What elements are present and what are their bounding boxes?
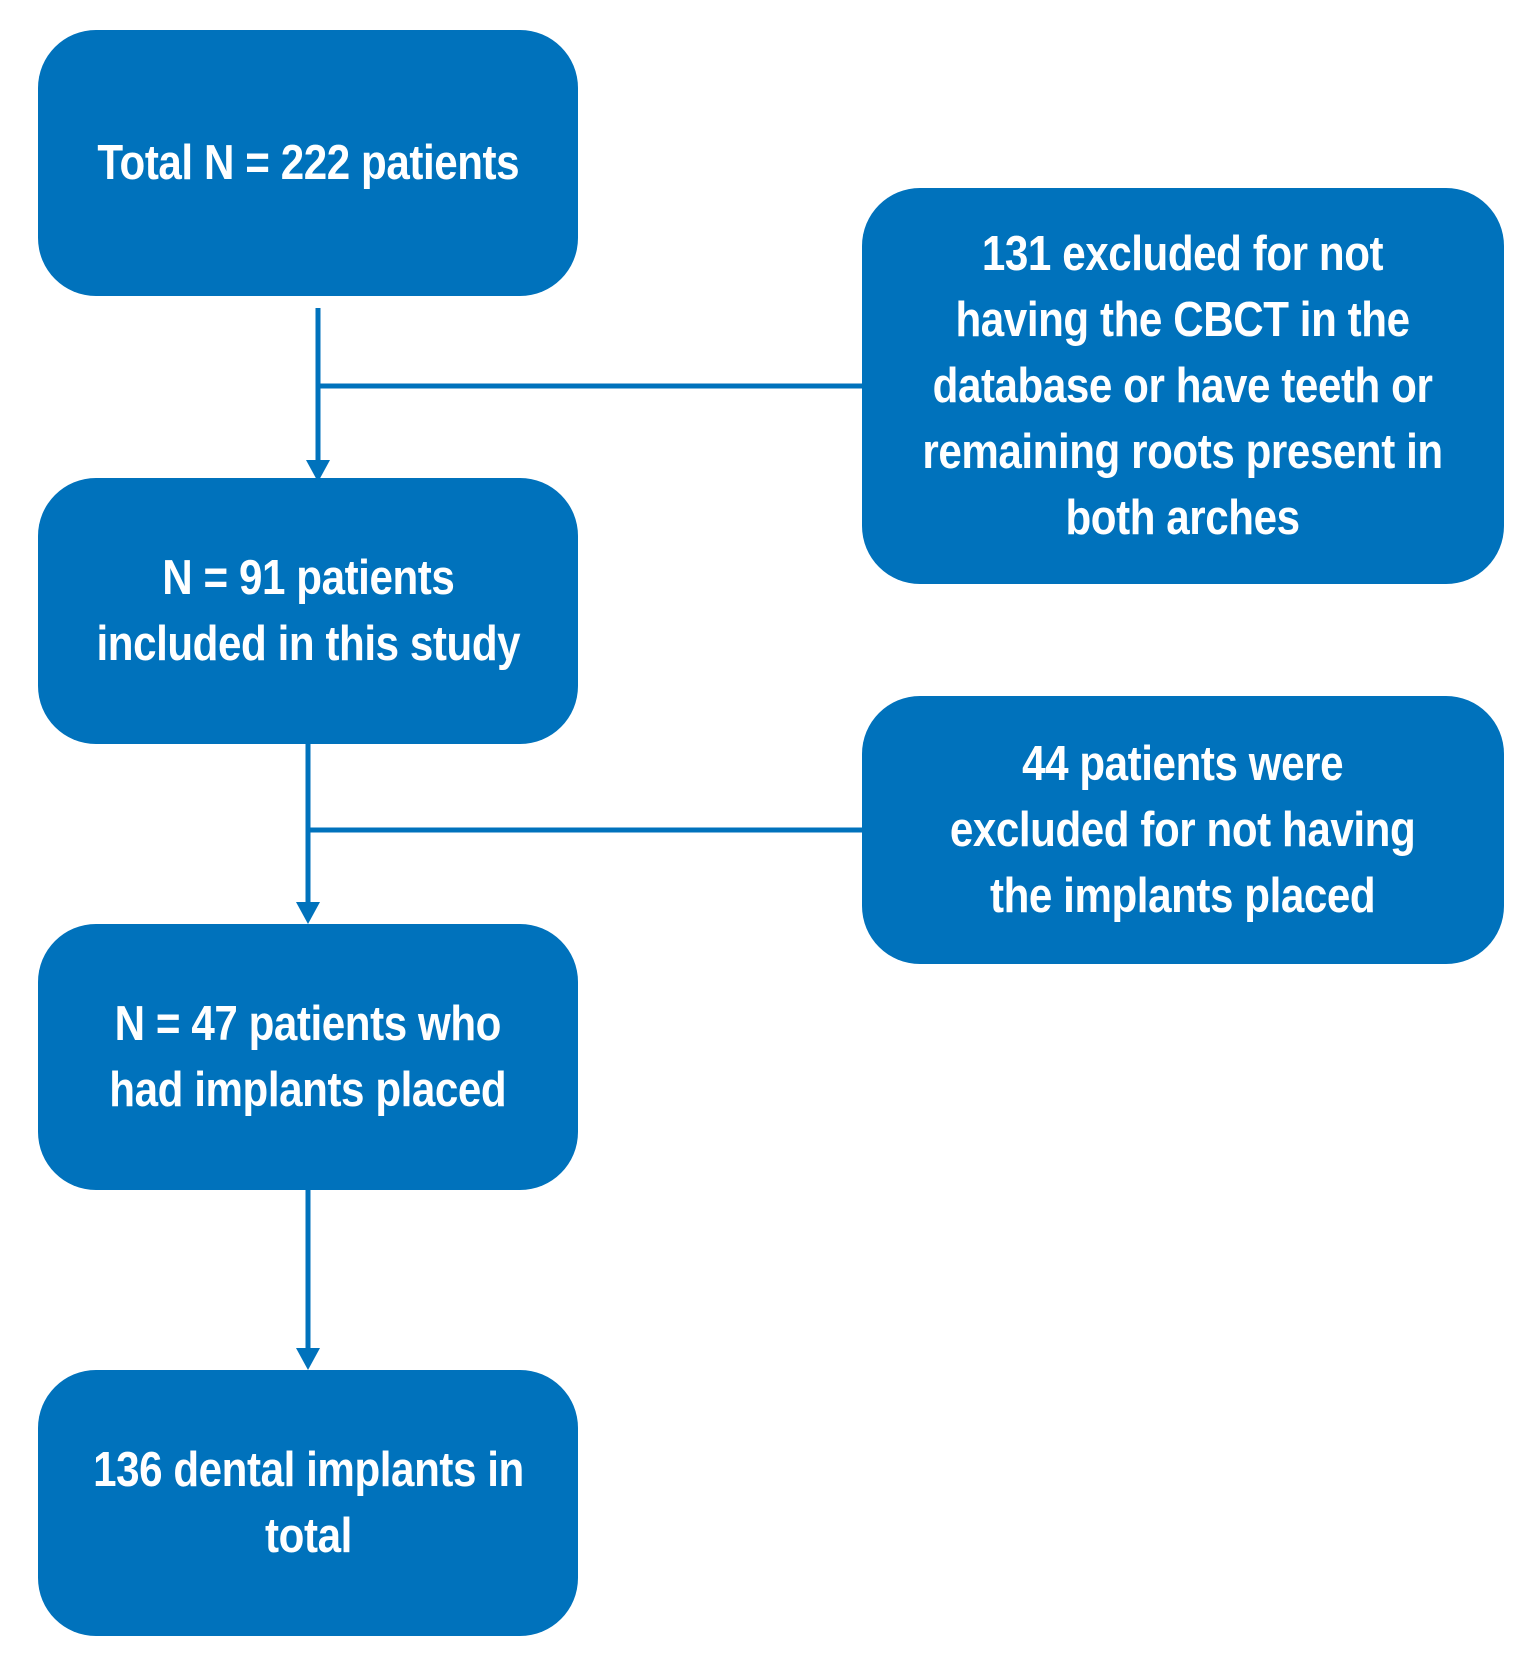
text-line: database or have teeth or xyxy=(933,359,1433,413)
text-line: 131 excluded for not xyxy=(982,227,1384,281)
arrowhead-implanted xyxy=(296,902,320,924)
exclusion-box-no-implants: 44 patients were excluded for not having… xyxy=(862,696,1504,964)
text-line: total xyxy=(264,1509,352,1563)
total-implants-text: 136 dental implants in total xyxy=(93,1437,524,1569)
implanted-patients-box: N = 47 patients who had implants placed xyxy=(38,924,578,1190)
text-line: remaining roots present in xyxy=(922,425,1444,479)
exclusion-box-cbct: 131 excluded for not having the CBCT in … xyxy=(862,188,1504,584)
text-line: both arches xyxy=(1065,491,1301,545)
included-patients-text: N = 91 patients included in this study xyxy=(96,545,520,677)
implanted-patients-text: N = 47 patients who had implants placed xyxy=(110,991,507,1123)
text-line: N = 91 patients xyxy=(161,551,455,605)
text-line: the implants placed xyxy=(990,869,1376,923)
exclusion-cbct-text: 131 excluded for not having the CBCT in … xyxy=(922,221,1444,551)
text-line: included in this study xyxy=(96,617,520,671)
text-line: having the CBCT in the xyxy=(955,293,1411,347)
text-line: Total N = 222 patients xyxy=(97,136,519,190)
text-line: 44 patients were xyxy=(1022,737,1344,791)
text-line: had implants placed xyxy=(109,1063,507,1117)
total-patients-box: Total N = 222 patients xyxy=(38,30,578,296)
included-patients-box: N = 91 patients included in this study xyxy=(38,478,578,744)
exclusion-no-implants-text: 44 patients were excluded for not having… xyxy=(950,731,1416,929)
total-implants-box: 136 dental implants in total xyxy=(38,1370,578,1636)
text-line: excluded for not having xyxy=(950,803,1416,857)
arrowhead-included xyxy=(306,460,330,482)
arrowhead-total-implants xyxy=(296,1348,320,1370)
total-patients-text: Total N = 222 patients xyxy=(97,130,519,196)
text-line: N = 47 patients who xyxy=(114,997,502,1051)
text-line: 136 dental implants in xyxy=(92,1443,524,1497)
